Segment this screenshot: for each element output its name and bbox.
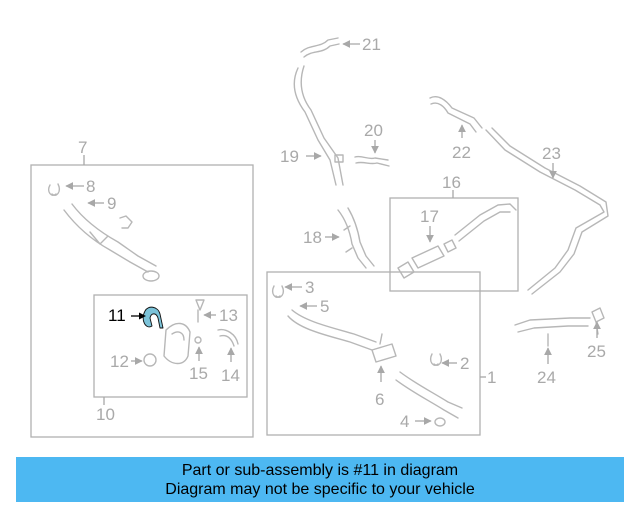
part-1-pipe <box>395 371 463 419</box>
part-20-hose <box>354 155 390 167</box>
callout-15[interactable]: 15 <box>189 364 208 383</box>
part-23-pipe <box>485 127 609 295</box>
parts-diagram: 21 19 20 22 23 16 17 18 7 8 9 11 13 12 1… <box>30 35 609 438</box>
callout-25[interactable]: 25 <box>587 342 606 361</box>
part-1-hose <box>287 309 377 351</box>
group-box-7 <box>30 164 254 438</box>
part-13-sensor <box>195 299 205 323</box>
part-22-hose <box>429 96 483 133</box>
banner-line-1: Part or sub-assembly is #11 in diagram <box>181 462 459 479</box>
callout-18[interactable]: 18 <box>303 228 322 247</box>
callout-11[interactable]: 11 <box>108 306 126 325</box>
part-17-valve <box>397 239 457 279</box>
callout-19[interactable]: 19 <box>280 147 299 166</box>
callout-12[interactable]: 12 <box>110 352 129 371</box>
part-7-clamp <box>142 270 160 282</box>
callout-9[interactable]: 9 <box>107 194 116 213</box>
group-box-10 <box>93 294 248 398</box>
callout-13[interactable]: 13 <box>219 306 238 325</box>
callout-4[interactable]: 4 <box>400 412 409 431</box>
callout-8[interactable]: 8 <box>86 177 95 196</box>
callout-3[interactable]: 3 <box>305 278 314 297</box>
callout-2[interactable]: 2 <box>460 354 469 373</box>
banner-line-2: Diagram may not be specific to your vehi… <box>165 481 475 498</box>
callout-20[interactable]: 20 <box>364 121 383 140</box>
callout-6[interactable]: 6 <box>375 390 384 409</box>
part-9-clamp <box>119 215 133 229</box>
part-3-clamp <box>271 285 285 298</box>
callout-1[interactable]: 1 <box>487 368 496 387</box>
part-10-housing <box>163 322 191 365</box>
callout-5[interactable]: 5 <box>320 297 329 316</box>
part-15-plug <box>194 336 202 344</box>
part-19-clip <box>334 154 344 163</box>
group-box-16 <box>389 197 519 292</box>
callout-14[interactable]: 14 <box>221 366 240 385</box>
part-8-clamp <box>47 183 61 196</box>
part-21-hose <box>300 37 340 58</box>
callout-21[interactable]: 21 <box>362 35 381 54</box>
part-12-oring <box>143 353 157 367</box>
part-14-hose <box>217 328 239 347</box>
part-25-connector <box>591 307 605 335</box>
part-4-oring <box>434 417 446 427</box>
callout-24[interactable]: 24 <box>537 368 556 387</box>
part-11-clip-highlighted <box>142 306 164 329</box>
part-24-pipe <box>514 317 591 347</box>
group-box-1 <box>266 271 481 436</box>
part-6-tee <box>371 333 397 363</box>
callout-10[interactable]: 10 <box>96 405 115 424</box>
callout-23[interactable]: 23 <box>542 144 561 163</box>
callout-22[interactable]: 22 <box>452 143 471 162</box>
part-2-clamp <box>429 353 443 366</box>
info-banner: Part or sub-assembly is #11 in diagram D… <box>16 457 624 502</box>
part-19-pipe <box>293 65 344 186</box>
part-7-hose <box>63 203 157 273</box>
callout-17[interactable]: 17 <box>420 207 439 226</box>
part-18-hose <box>337 207 375 269</box>
part-16-hose <box>454 203 517 242</box>
callout-16[interactable]: 16 <box>442 173 461 192</box>
callout-7[interactable]: 7 <box>78 138 87 157</box>
